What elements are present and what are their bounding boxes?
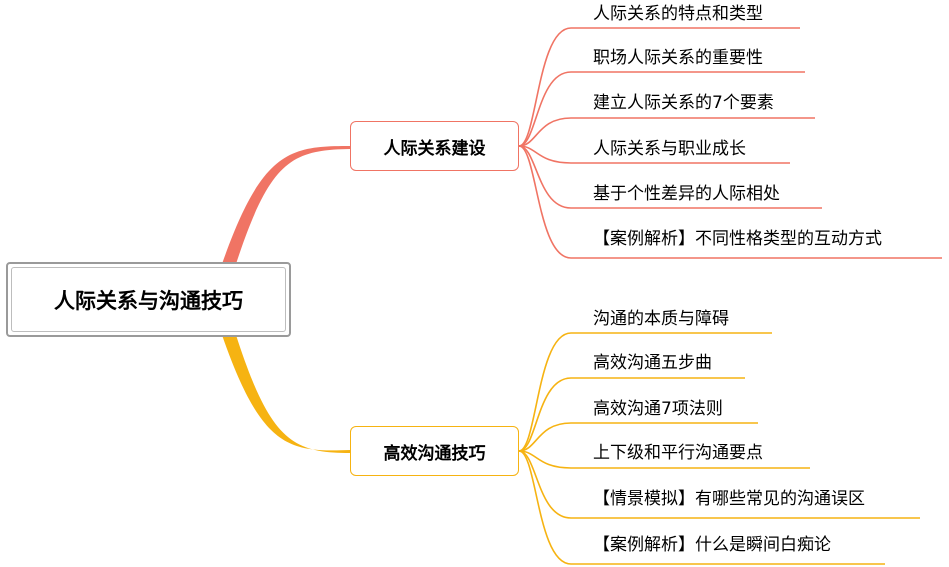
connector-branch-1-leaf-4 bbox=[518, 145, 790, 164]
connector-root-to-branch-1 bbox=[222, 146, 350, 264]
leaf-topic[interactable]: 沟通的本质与障碍 bbox=[593, 309, 729, 329]
leaf-topic[interactable]: 上下级和平行沟通要点 bbox=[593, 443, 763, 463]
connector-branch-2-leaf-6 bbox=[518, 450, 885, 565]
leaf-topic[interactable]: 建立人际关系的7个要素 bbox=[593, 93, 774, 113]
leaf-topic[interactable]: 【案例解析】不同性格类型的互动方式 bbox=[593, 229, 882, 249]
connector-branch-2-leaf-3 bbox=[518, 422, 758, 452]
leaf-topic[interactable]: 【情景模拟】有哪些常见的沟通误区 bbox=[593, 489, 865, 509]
connector-branch-2-leaf-1 bbox=[518, 332, 772, 452]
leaf-topic[interactable]: 职场人际关系的重要性 bbox=[593, 48, 763, 68]
branch-topic-communication[interactable]: 高效沟通技巧 bbox=[350, 426, 519, 476]
connector-branch-2-leaf-5 bbox=[518, 450, 920, 519]
leaf-topic[interactable]: 高效沟通五步曲 bbox=[593, 353, 712, 373]
root-topic-label: 人际关系与沟通技巧 bbox=[11, 267, 286, 332]
leaf-topic[interactable]: 人际关系的特点和类型 bbox=[593, 4, 763, 24]
connector-root-to-branch-2 bbox=[222, 335, 350, 453]
leaf-topic[interactable]: 【案例解析】什么是瞬间白痴论 bbox=[593, 535, 831, 555]
connector-branch-1-leaf-5 bbox=[518, 145, 822, 209]
connector-branch-2-leaf-4 bbox=[518, 450, 810, 469]
leaf-topic[interactable]: 人际关系与职业成长 bbox=[593, 139, 746, 159]
root-topic[interactable]: 人际关系与沟通技巧 bbox=[6, 262, 291, 337]
leaf-topic[interactable]: 基于个性差异的人际相处 bbox=[593, 184, 780, 204]
connector-branch-1-leaf-2 bbox=[518, 71, 805, 147]
leaf-topic[interactable]: 高效沟通7项法则 bbox=[593, 399, 723, 419]
branch-topic-relationships[interactable]: 人际关系建设 bbox=[350, 121, 519, 171]
connector-branch-1-leaf-1 bbox=[518, 27, 800, 147]
connector-branch-1-leaf-3 bbox=[518, 117, 815, 147]
connector-branch-1-leaf-6 bbox=[518, 145, 942, 259]
connector-branch-2-leaf-2 bbox=[518, 377, 745, 452]
